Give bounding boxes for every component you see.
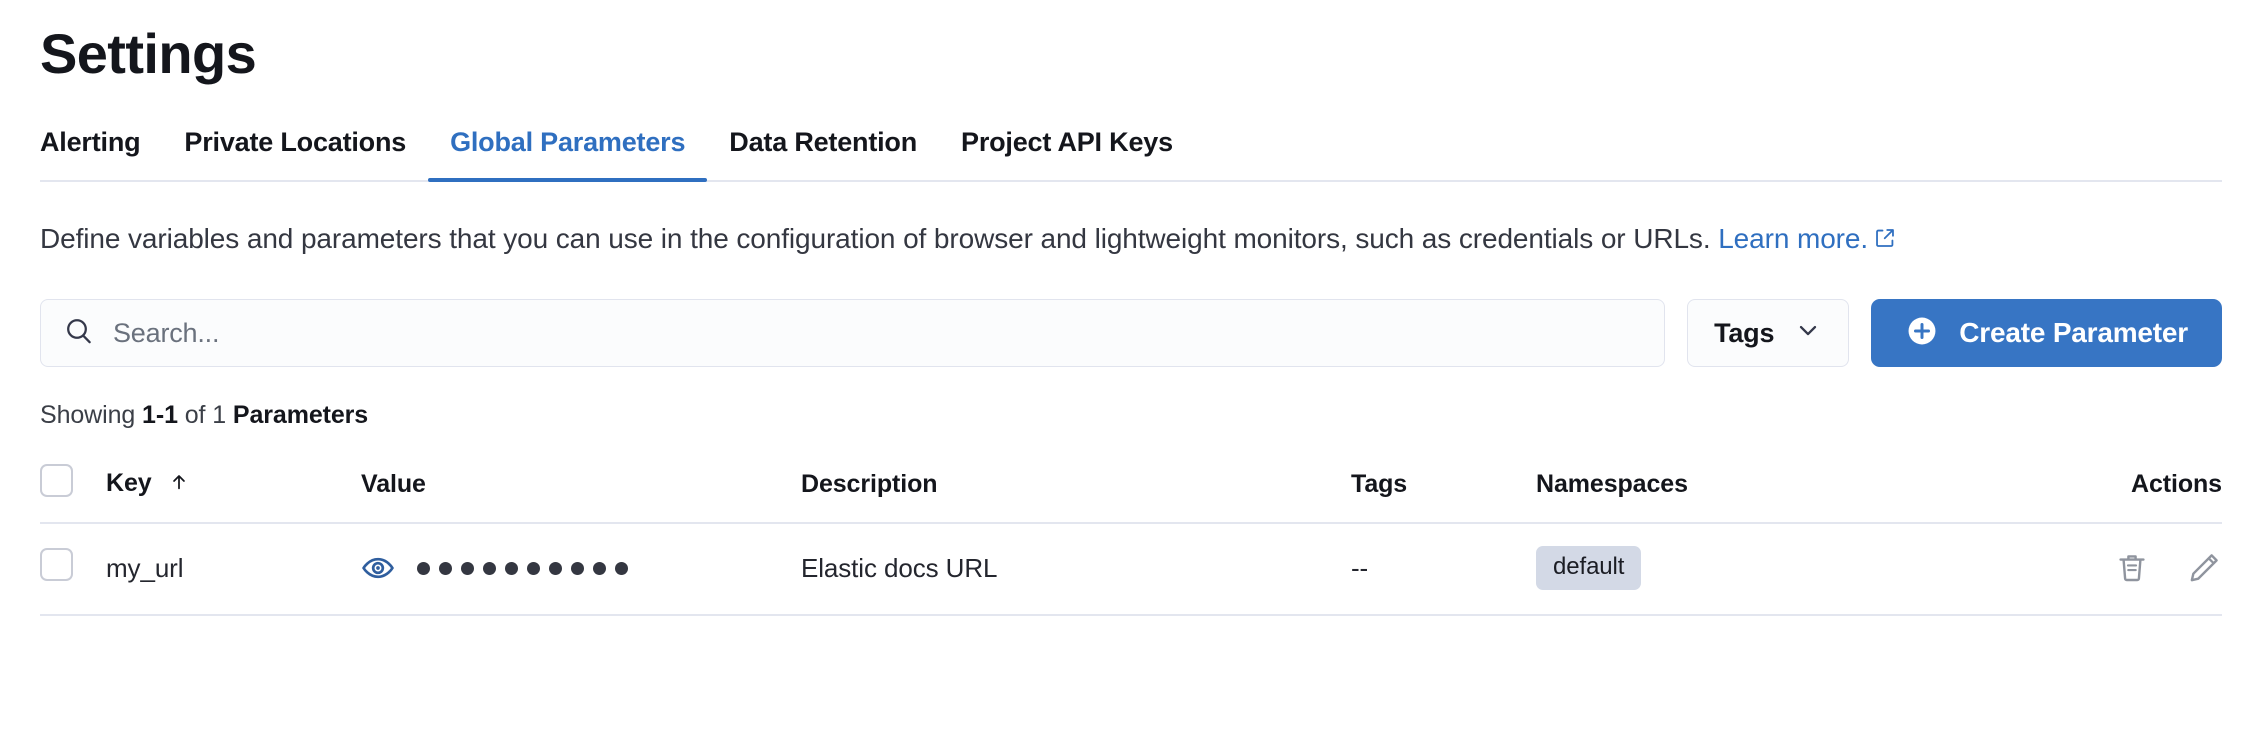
cell-value	[361, 523, 801, 617]
results-middle: of 1	[177, 401, 233, 430]
cell-namespaces: default	[1536, 523, 2006, 617]
select-all-checkbox[interactable]	[40, 464, 73, 498]
search-icon	[63, 315, 95, 352]
tab-global-parameters[interactable]: Global Parameters	[428, 126, 708, 182]
learn-more-link[interactable]: Learn more.	[1718, 223, 1868, 254]
tab-label: Data Retention	[729, 126, 918, 157]
row-select-checkbox[interactable]	[40, 548, 73, 582]
table-header-row: Key Value Description Tags Namespaces Ac…	[40, 450, 2222, 525]
trash-icon[interactable]	[2114, 550, 2150, 586]
cell-actions	[2006, 523, 2222, 617]
pencil-icon[interactable]	[2186, 550, 2222, 586]
create-parameter-button[interactable]: Create Parameter	[1871, 299, 2222, 368]
tab-label: Project API Keys	[961, 126, 1173, 157]
results-summary: Showing 1-1 of 1 Parameters	[40, 401, 2222, 430]
column-header-description[interactable]: Description	[801, 450, 1351, 525]
tab-alerting[interactable]: Alerting	[40, 127, 162, 180]
page-description: Define variables and parameters that you…	[40, 218, 2220, 262]
column-header-key[interactable]: Key	[106, 450, 361, 525]
tab-bar: Alerting Private Locations Global Paramete…	[40, 127, 2222, 182]
page-title: Settings	[40, 22, 257, 85]
masked-value	[417, 561, 628, 575]
select-all-header	[40, 450, 106, 525]
column-header-namespaces[interactable]: Namespaces	[1536, 450, 2006, 525]
cell-key: my_url	[106, 523, 361, 617]
description-text: Define variables and parameters that you…	[40, 222, 1719, 254]
toolbar: Search... Tags Create Parameter	[40, 299, 2222, 368]
tags-filter-label: Tags	[1714, 317, 1775, 348]
column-header-key-label: Key	[106, 468, 152, 497]
results-range: 1-1	[142, 401, 178, 430]
chevron-down-icon	[1794, 316, 1822, 351]
column-header-actions: Actions	[2006, 450, 2222, 525]
plus-circle-icon	[1905, 314, 1939, 353]
cell-tags: --	[1351, 523, 1536, 617]
results-entity: Parameters	[232, 401, 369, 430]
create-parameter-label: Create Parameter	[1959, 317, 2188, 349]
row-select-cell	[40, 523, 106, 617]
results-prefix: Showing	[40, 401, 143, 430]
eye-icon[interactable]	[361, 551, 395, 585]
tab-project-api-keys[interactable]: Project API Keys	[939, 127, 1195, 180]
parameters-table: Key Value Description Tags Namespaces Ac…	[40, 450, 2222, 617]
tab-data-retention[interactable]: Data Retention	[707, 127, 939, 180]
namespace-badge: default	[1536, 546, 1642, 591]
learn-more-label: Learn more.	[1718, 222, 1869, 254]
column-header-tags[interactable]: Tags	[1351, 450, 1536, 525]
search-input[interactable]: Search...	[40, 299, 1666, 368]
search-placeholder: Search...	[113, 317, 220, 348]
cell-description: Elastic docs URL	[801, 523, 1351, 617]
external-link-icon	[1874, 219, 1896, 262]
table-row[interactable]: my_url Elastic docs URL--default	[40, 523, 2222, 617]
tags-filter-button[interactable]: Tags	[1687, 299, 1850, 368]
tab-label: Private Locations	[184, 126, 407, 157]
tab-label: Global Parameters	[450, 126, 686, 157]
arrow-up-icon	[168, 471, 190, 500]
column-header-value[interactable]: Value	[361, 450, 801, 525]
tab-private-locations[interactable]: Private Locations	[162, 127, 428, 180]
tab-label: Alerting	[40, 126, 141, 157]
